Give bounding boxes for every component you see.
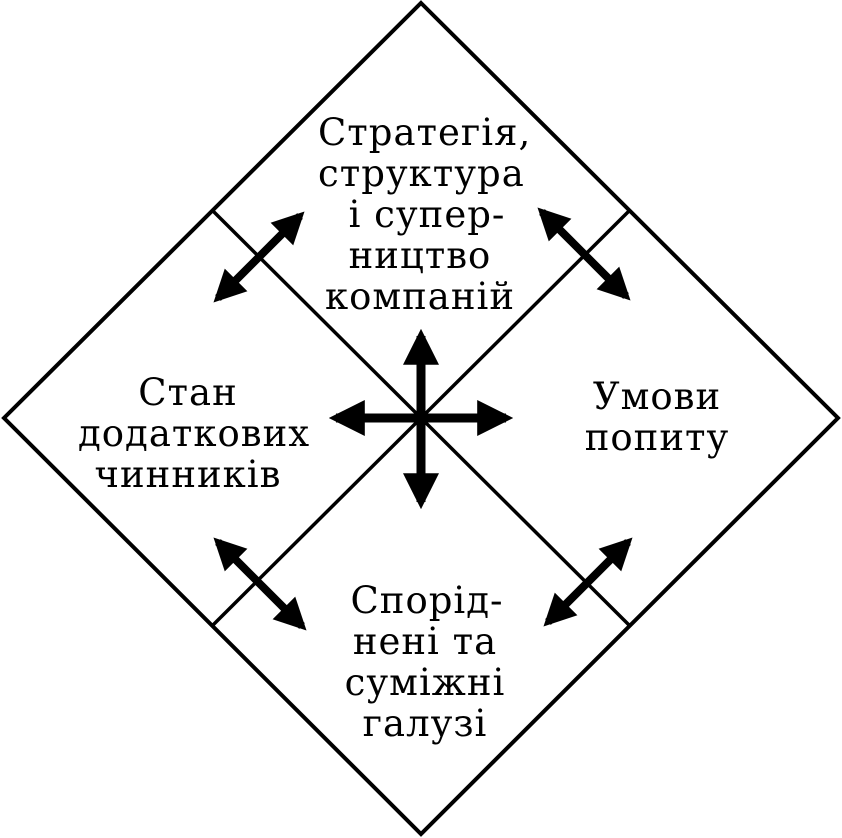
arrow-top-right bbox=[537, 207, 631, 301]
related-industries-label-line: Спорід- bbox=[350, 579, 504, 622]
factor-conditions-label-line: додаткових bbox=[78, 412, 311, 455]
strategy-label-line: компаній bbox=[324, 275, 516, 318]
demand-conditions-label-line: попиту bbox=[584, 416, 730, 459]
related-industries-label-line: суміжні bbox=[344, 661, 506, 704]
demand-conditions-label-line: Умови bbox=[592, 375, 722, 418]
arrow-top-left bbox=[213, 211, 305, 303]
related-industries-label-line: галузі bbox=[362, 702, 488, 745]
demand-conditions-label: Умови попиту bbox=[582, 376, 732, 458]
strategy-label: Стратегія, структура і супер- ництво ком… bbox=[318, 111, 532, 318]
arrow-bottom-left bbox=[213, 537, 307, 631]
factor-conditions-label-line: чинників bbox=[94, 453, 282, 496]
factor-conditions-label-line: Стан bbox=[138, 371, 238, 414]
strategy-label-line: і супер- bbox=[348, 193, 506, 236]
strategy-label-line: структура bbox=[318, 152, 525, 195]
related-industries-label-line: нені та bbox=[352, 620, 498, 663]
arrow-bottom-right bbox=[543, 537, 633, 627]
strategy-label-line: ництво bbox=[348, 234, 492, 277]
strategy-label-line: Стратегія, bbox=[318, 111, 532, 154]
center-cross-arrows bbox=[328, 328, 514, 510]
related-industries-label: Спорід- нені та суміжні галузі bbox=[340, 580, 510, 744]
factor-conditions-label: Стан додаткових чинників bbox=[78, 371, 311, 496]
